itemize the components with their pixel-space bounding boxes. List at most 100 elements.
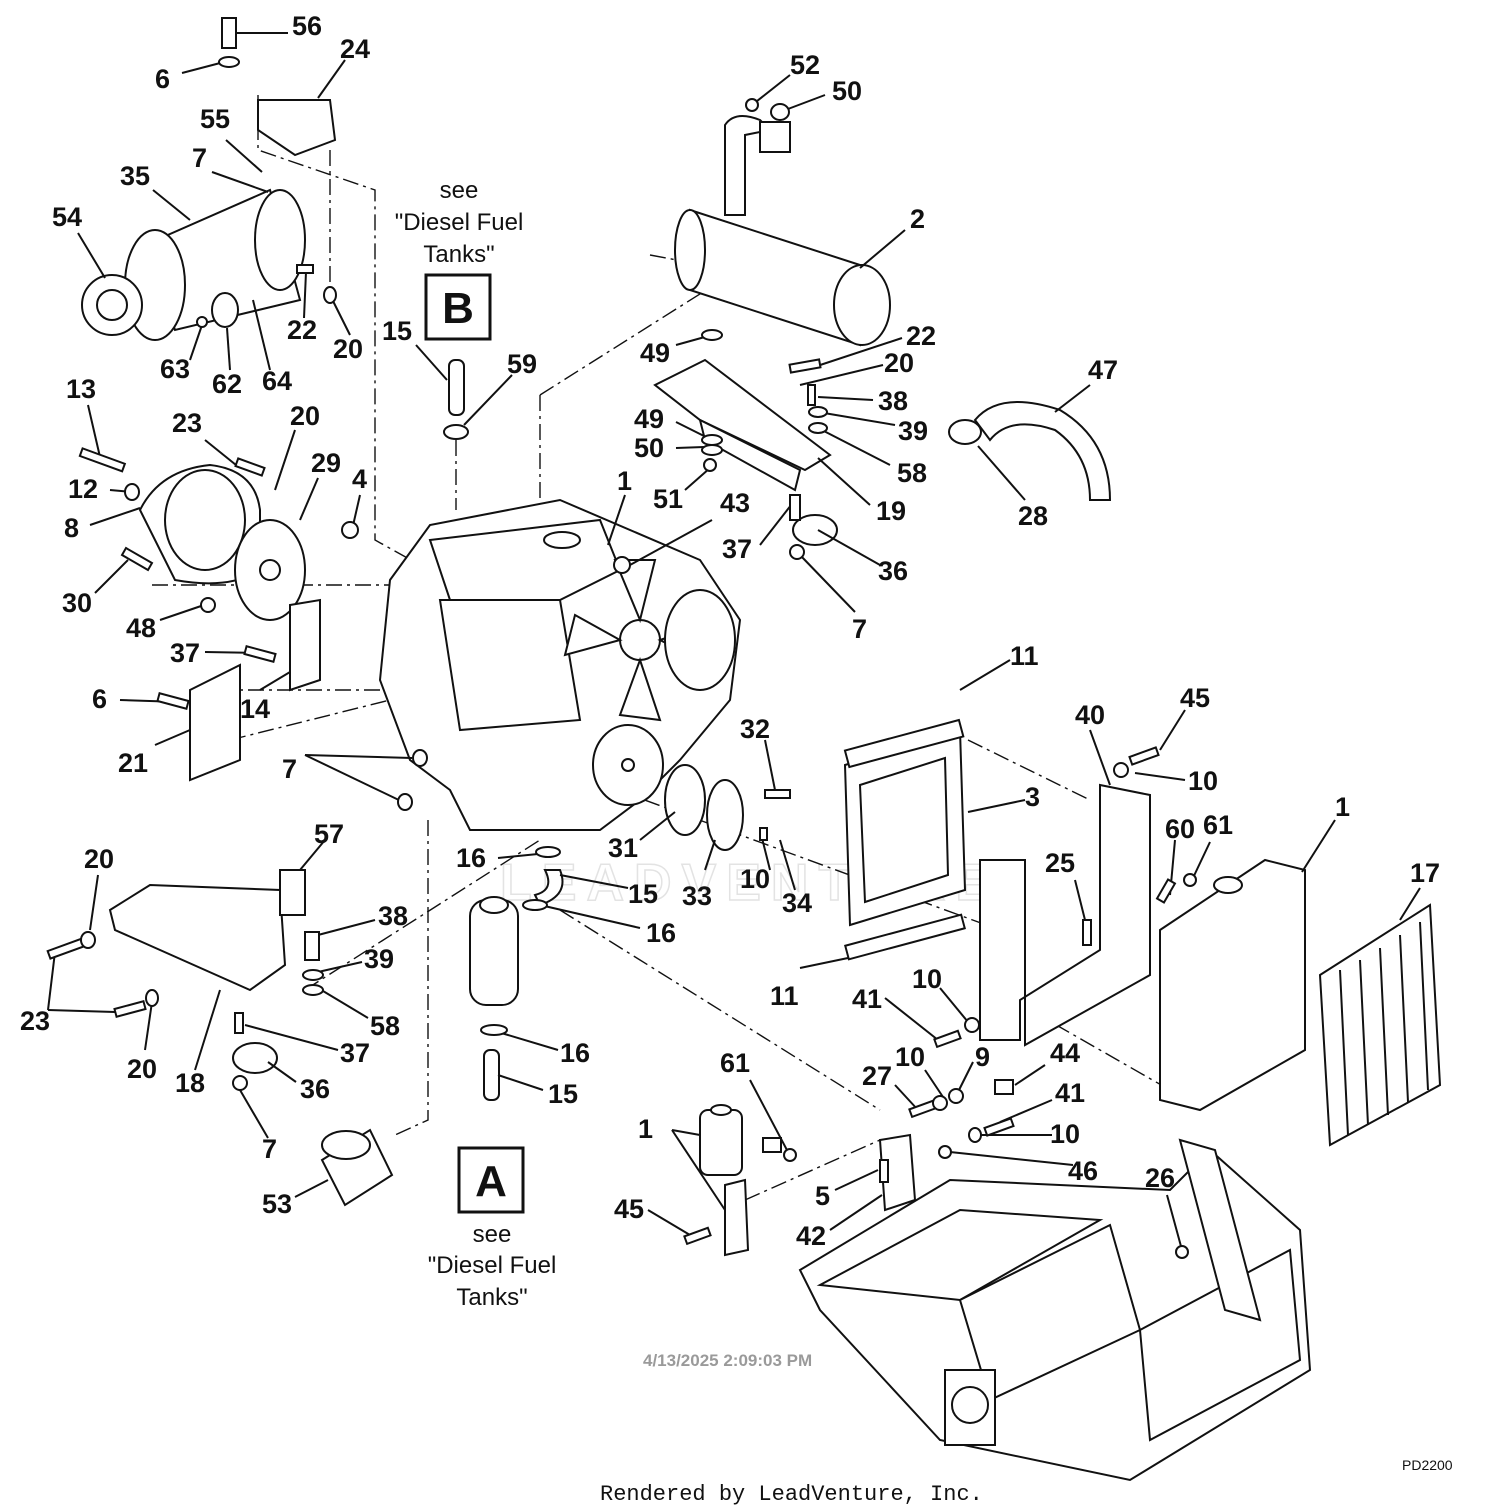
callout-label: 16 [560, 1038, 590, 1068]
reference-b-line2: "Diesel Fuel [395, 209, 524, 236]
callout-label: 24 [340, 34, 370, 64]
callout-label: 20 [127, 1054, 157, 1084]
callout-label: 53 [262, 1189, 292, 1219]
callout-label: 32 [740, 714, 770, 744]
isolator-36 [232, 1042, 278, 1074]
callout-label: 20 [884, 348, 914, 378]
callout-label: 23 [172, 408, 202, 438]
heat-shield [698, 418, 802, 492]
reference-b-box [424, 273, 492, 341]
reference-b-line3: Tanks" [423, 241, 494, 268]
callout-label: 45 [1180, 683, 1210, 713]
assembly-dashed-lines [152, 95, 1171, 1201]
callout-label: 38 [378, 901, 408, 931]
muffler [674, 115, 891, 347]
reference-a: A see "Diesel Fuel Tanks" [428, 1146, 557, 1311]
callout-label: 25 [1045, 848, 1075, 878]
drawing-code: PD2200 [1402, 1457, 1453, 1473]
flywheel-housing [138, 463, 306, 621]
callout-label: 7 [852, 614, 867, 644]
callout-label: 58 [370, 1011, 400, 1041]
callout-label: 3 [1025, 782, 1040, 812]
hardware-fasteners [46, 17, 1197, 1259]
callout-label: 11 [770, 981, 799, 1011]
reference-b-letter: B [442, 284, 474, 333]
callout-label: 22 [287, 315, 317, 345]
footer-credit: Rendered by LeadVenture, Inc. [600, 1482, 983, 1507]
callout-label: 37 [170, 638, 200, 668]
callout-label: 10 [912, 964, 942, 994]
oil-filter [320, 1128, 394, 1207]
callout-label: 35 [120, 161, 150, 191]
callout-label: 22 [906, 321, 936, 351]
callout-label: 39 [898, 416, 928, 446]
callout-label: 10 [1188, 766, 1218, 796]
callout-labels: 56 24 6 55 7 35 54 22 20 63 62 64 15 59 … [20, 11, 1440, 1251]
reference-a-line3: Tanks" [456, 1284, 527, 1311]
callout-label: 60 [1165, 814, 1195, 844]
radiator-shroud [843, 718, 967, 961]
air-cleaner-bracket [257, 99, 337, 157]
callout-label: 1 [638, 1114, 653, 1144]
callout-label: 49 [640, 338, 670, 368]
callout-label: 16 [646, 918, 676, 948]
callout-label: 8 [64, 513, 79, 543]
callout-label: 20 [333, 334, 363, 364]
callout-label: 62 [212, 369, 242, 399]
coolant-tank [699, 1104, 750, 1257]
callout-label: 7 [282, 754, 297, 784]
callout-label: 15 [548, 1079, 578, 1109]
engine-mount-bracket [108, 869, 306, 992]
callout-label: 9 [975, 1042, 990, 1072]
callout-label: 4 [352, 464, 367, 494]
callout-label: 34 [782, 888, 812, 918]
reference-a-line2: "Diesel Fuel [428, 1252, 557, 1279]
callout-label: 61 [1203, 810, 1233, 840]
callout-label: 54 [52, 202, 82, 232]
callout-label: 29 [311, 448, 341, 478]
callout-label: 2 [910, 204, 925, 234]
callout-label: 26 [1145, 1163, 1175, 1193]
callout-label: 20 [84, 844, 114, 874]
callout-label: 7 [262, 1134, 277, 1164]
callout-label: 15 [382, 316, 412, 346]
callout-label: 17 [1410, 858, 1440, 888]
reference-b: see "Diesel Fuel Tanks" B [395, 177, 524, 341]
engine-block [378, 498, 742, 831]
callout-label: 37 [340, 1038, 370, 1068]
callout-label: 63 [160, 354, 190, 384]
callout-label: 36 [300, 1074, 330, 1104]
fuel-hose-upper [448, 359, 465, 416]
radiator-hose [973, 401, 1112, 501]
callout-label: 47 [1088, 355, 1118, 385]
callout-label: 64 [262, 366, 292, 396]
callout-label: 41 [852, 984, 882, 1014]
radiator-bracket [979, 783, 1151, 1047]
callout-label: 48 [126, 613, 156, 643]
callout-label: 18 [175, 1068, 205, 1098]
callout-label: 58 [897, 458, 927, 488]
render-timestamp: 4/13/2025 2:09:03 PM [643, 1351, 812, 1370]
callout-label: 7 [192, 143, 207, 173]
callout-label: 10 [740, 864, 770, 894]
callout-label: 33 [682, 881, 712, 911]
callout-label: 15 [628, 879, 658, 909]
muffler-bracket [653, 358, 832, 472]
callout-label: 10 [1050, 1119, 1080, 1149]
callout-label: 41 [1055, 1078, 1085, 1108]
fuel-filter [469, 896, 519, 1006]
callout-label: 56 [292, 11, 322, 41]
callout-label: 1 [1335, 792, 1350, 822]
callout-label: 38 [878, 386, 908, 416]
callout-label: 31 [608, 833, 638, 863]
callout-label: 16 [456, 843, 486, 873]
callout-label: 30 [62, 588, 92, 618]
callout-label: 23 [20, 1006, 50, 1036]
callout-leaders [47, 32, 1421, 1251]
callout-label: 1 [617, 466, 632, 496]
pulley-33 [706, 779, 744, 851]
radiator-screen [1318, 903, 1442, 1147]
reference-a-line1: see [473, 1221, 512, 1248]
bracket-14 [289, 598, 321, 692]
